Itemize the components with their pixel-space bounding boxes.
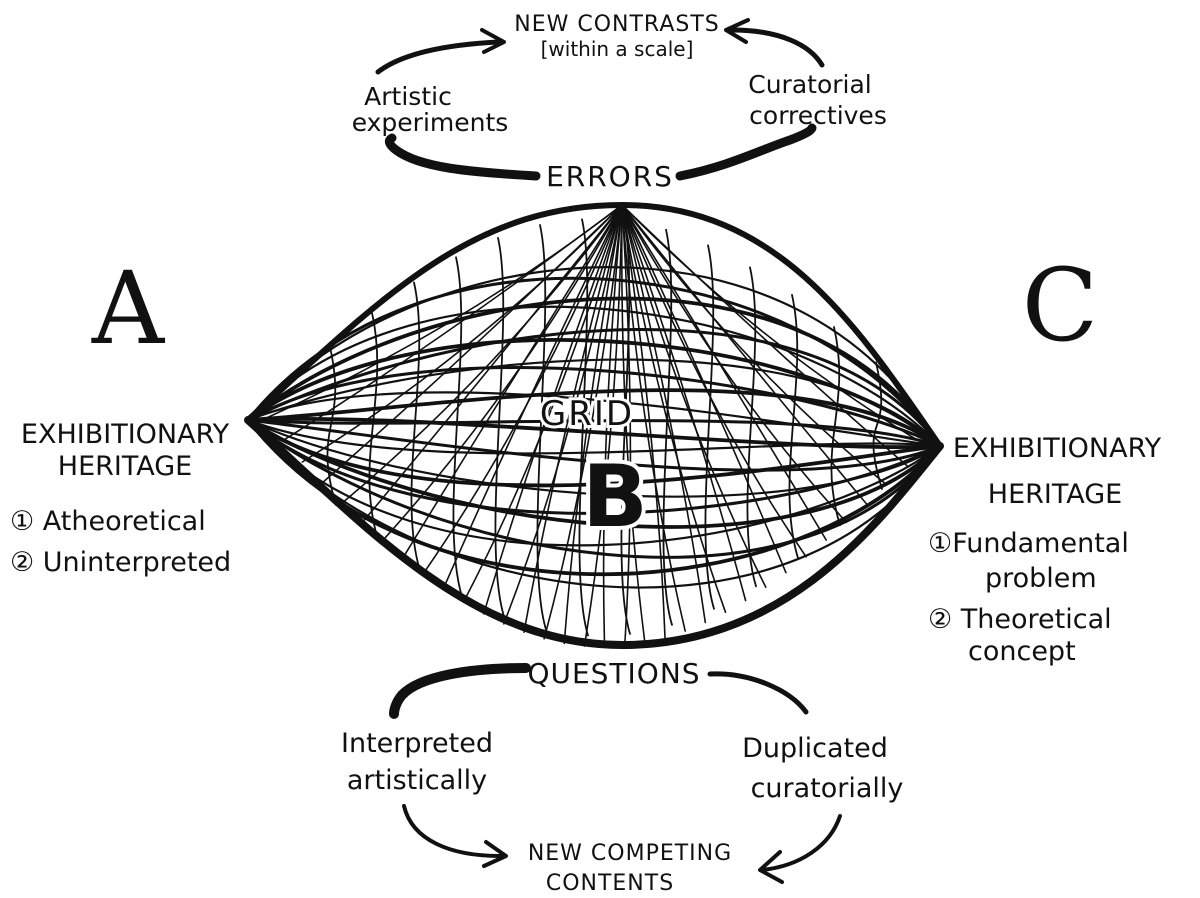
grid-cross-line [494,237,505,618]
grid-strand [246,418,942,529]
arrow-experiments-to-contrasts [375,39,501,75]
interpreted-artistically-line1: Interpreted [341,728,493,759]
arrowhead-interpreted-to-competing [482,840,508,868]
artistic-experiments-label-line2: experiments [352,108,509,137]
contents-label: CONTENTS [546,871,674,896]
grid-fan-line [621,204,827,541]
grid-strand [246,418,942,559]
letter-b: B [582,447,648,547]
left-heading-line1: EXHIBITIONARY [21,419,230,450]
within-a-scale-label: [within a scale] [541,37,694,61]
artistic-experiments-label-line1: Artistic [364,82,452,111]
arrowhead-correctives-to-contrasts [724,18,750,44]
curatorial-correctives-label-line1: Curatorial [748,70,872,99]
grid-fan-line [442,204,623,590]
grid-fan-line [621,204,686,632]
grid-fan-line [261,204,623,421]
grid-fan-line [620,204,646,644]
grid-strand [246,305,942,448]
arrow-questions-to-interpreted [389,663,531,719]
grid-cross-line [704,244,715,610]
grid-fan-line [382,204,623,542]
interpreted-artistically-line2: artistically [347,765,487,796]
grid-fan-line [621,204,868,505]
duplicated-curatorially-line2: curatorially [751,773,904,804]
grid-strand [246,366,942,448]
grid-strand [246,358,942,448]
left-item-uninterpreted: ② Uninterpreted [10,547,231,578]
grid-fan-line [621,204,747,602]
grid-fan-line [482,204,623,615]
grid-label: GRID [540,394,634,434]
right-item-theoretical-line2: concept [968,636,1076,667]
grid-strand [246,391,942,448]
questions-label: QUESTIONS [527,657,700,690]
grid-cross-line [830,326,841,527]
grid-cross-line [662,228,673,626]
right-item-theoretical-line1: ② Theoretical [928,604,1112,635]
right-heading-line1: EXHIBITIONARY [953,433,1162,464]
arrow-correctives-to-contrasts [729,27,825,68]
grid-fan-line [583,204,623,647]
grid-fan-line [563,204,623,645]
arrow-errors-to-experiments [384,133,541,181]
grid-cross-line [326,346,337,506]
grid-cross-line [620,220,631,635]
right-heading-line2: HERITAGE [988,479,1122,510]
duplicated-curatorially-line1: Duplicated [742,733,888,764]
arrow-interpreted-to-competing [402,804,502,858]
grid-strand [246,418,942,515]
grid-cross-line [452,256,463,598]
grid-fan-line [621,204,888,486]
grid-fan-line [621,204,632,647]
arrow-errors-to-correctives [675,123,817,181]
grid-fan-line [321,204,623,484]
grid-cross-line [788,294,799,559]
grid-fan-line [621,204,807,558]
grid-strand [246,418,942,547]
grid-fan-line [402,204,623,559]
new-competing-label: NEW COMPETING [528,841,732,866]
errors-label: ERRORS [546,160,674,193]
arrowhead-duplicated-to-competing [758,850,784,884]
grid-fan-line [462,204,623,603]
grid-fan-line [621,204,707,624]
grid-cross-line [872,361,883,490]
grid-lens-outline-top [245,202,943,449]
letter-c: C [1022,247,1099,364]
grid-cross-line [368,311,379,541]
grid-cross-line [410,281,421,572]
grid-fan-line [543,204,623,640]
grid-lens-outline-bottom [244,416,944,649]
letter-a: A [91,250,166,367]
right-item-fundamental-line1: ①Fundamental [928,528,1129,559]
grid-fan-line [621,204,767,588]
grid-fan-line [621,204,848,524]
grid-fan-line [621,204,928,447]
grid-fan-line [523,204,623,633]
grid-fan-line [602,204,623,648]
left-heading-line2: HERITAGE [58,451,192,482]
grid-cross-line [746,266,757,588]
grid-cross-line [578,218,589,637]
right-item-fundamental-line2: problem [985,563,1097,594]
grid-fan-line [503,204,623,625]
grid-fan-line [281,204,623,442]
grid-lens-lines [246,204,942,648]
arrow-questions-to-duplicated [707,671,809,715]
left-item-atheoretical: ① Atheoretical [10,506,206,537]
new-contrasts-label: NEW CONTRASTS [514,12,720,37]
grid-fan-line [341,204,623,504]
curatorial-correctives-label-line2: correctives [749,101,887,130]
arrowhead-experiments-to-contrasts [480,28,506,54]
arrow-duplicated-to-competing [760,814,842,872]
grid-fan-line [621,204,666,639]
grid-cross-line [536,224,547,631]
grid-fan-line [362,204,623,523]
